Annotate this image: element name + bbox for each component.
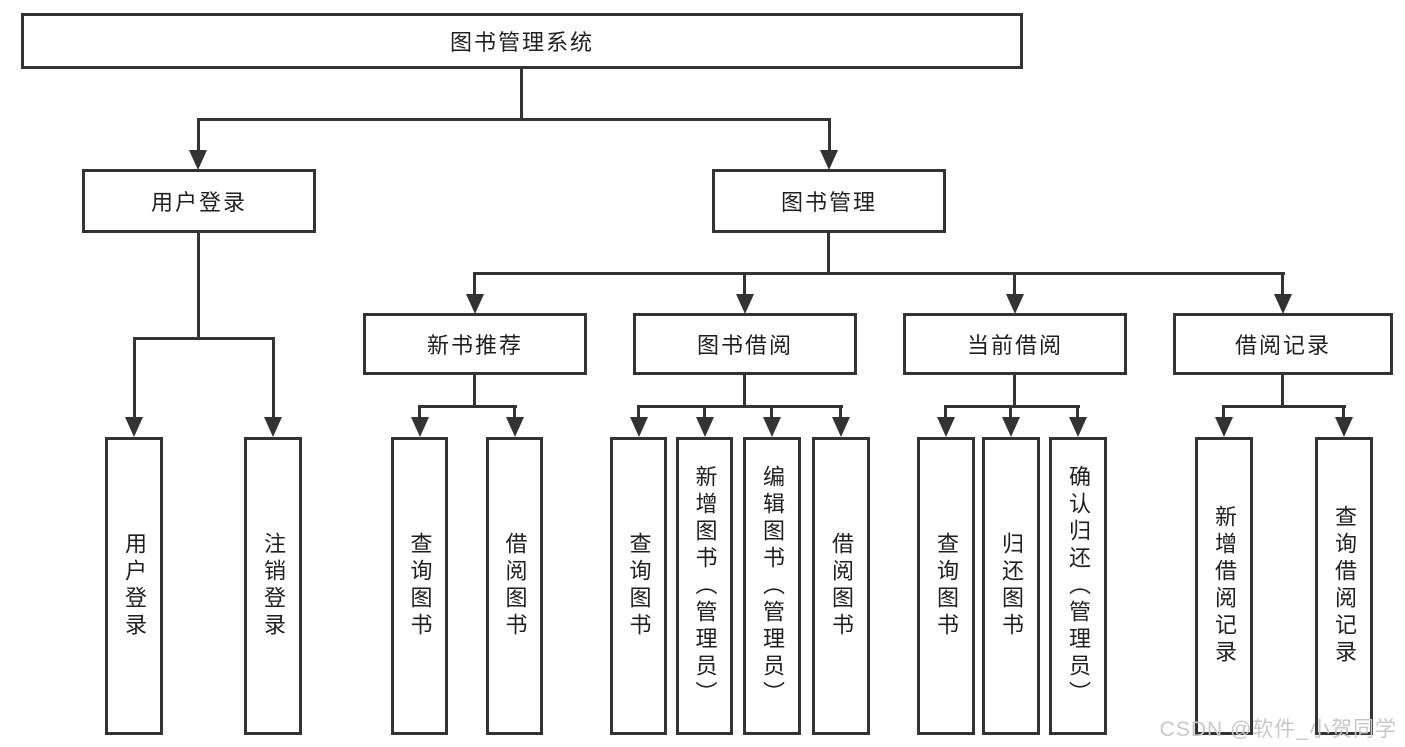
node-box-user-login-branch: 用户登录 — [82, 169, 316, 233]
leaf-label-query-books: 查询图书 — [626, 532, 652, 640]
node-label-user-login-branch: 用户登录 — [150, 190, 247, 215]
arrowhead-down-icon — [466, 294, 484, 314]
connector-stub-leaf — [1222, 408, 1225, 420]
connector-stub-leaf — [637, 408, 640, 420]
arrowhead-down-icon — [1069, 417, 1087, 437]
node-label-book-borrowing: 图书借阅 — [696, 333, 793, 358]
connector-stub-user-login — [197, 121, 200, 152]
connector-hline-user-login-children — [133, 337, 275, 340]
leaf-label-query-books: 查询图书 — [934, 532, 959, 640]
leaf-label-logout: 注销登录 — [261, 532, 286, 640]
leaf-label-confirm-return-admin: 确认归还（管理员） — [1066, 464, 1091, 708]
leaf-box-confirm-return-admin: 确认归还（管理员） — [1049, 437, 1107, 735]
connector-stub-leaf — [513, 408, 516, 420]
leaf-box-query-books-recommend: 查询图书 — [391, 437, 448, 735]
leaf-box-user-login: 用户登录 — [105, 437, 163, 735]
leaf-box-query-books-current: 查询图书 — [917, 437, 975, 735]
connector-stub-new-book — [473, 275, 476, 297]
leaf-box-borrow-books-borrowing: 借阅图书 — [812, 437, 870, 735]
connector-stub-leaf — [272, 340, 275, 419]
connector-hline-level2 — [197, 118, 831, 121]
arrowhead-down-icon — [1335, 417, 1353, 437]
connector-hline-new-book-children — [418, 405, 517, 408]
leaf-label-borrow-books: 借阅图书 — [829, 532, 854, 640]
node-label-current-borrowing: 当前借阅 — [966, 333, 1063, 358]
connector-stub-leaf — [1076, 408, 1079, 420]
connector-stub-borrow-records — [1281, 275, 1284, 297]
arrowhead-down-icon — [1274, 294, 1292, 314]
leaf-box-return-books: 归还图书 — [982, 437, 1040, 735]
arrowhead-down-icon — [696, 417, 714, 437]
connector-vline-root — [520, 69, 523, 119]
arrowhead-down-icon — [1006, 294, 1024, 314]
leaf-box-query-borrow-record: 查询借阅记录 — [1315, 437, 1373, 735]
node-label-book-management: 图书管理 — [780, 190, 877, 215]
connector-stub-book-borrow — [743, 275, 746, 297]
leaf-label-borrow-books: 借阅图书 — [502, 532, 528, 640]
leaf-label-add-borrow-record: 新增借阅记录 — [1212, 505, 1237, 667]
leaf-box-edit-books-admin: 编辑图书（管理员） — [743, 437, 801, 735]
connector-stub-leaf — [703, 408, 706, 420]
connector-vline-book-management — [827, 233, 830, 274]
node-label-system-root: 图书管理系统 — [449, 30, 594, 55]
arrowhead-down-icon — [1002, 417, 1020, 437]
leaf-label-query-books: 查询图书 — [407, 532, 433, 640]
arrowhead-down-icon — [506, 417, 524, 437]
connector-hline-borrow-records-children — [1222, 405, 1346, 408]
arrowhead-down-icon — [1215, 417, 1233, 437]
connector-stub-leaf — [1342, 408, 1345, 420]
connector-vline-book-borrow — [743, 375, 746, 407]
arrowhead-down-icon — [411, 417, 429, 437]
connector-stub-leaf — [839, 408, 842, 420]
connector-stub-leaf — [418, 408, 421, 420]
leaf-label-user-login: 用户登录 — [122, 532, 147, 640]
leaf-box-borrow-books-recommend: 借阅图书 — [486, 437, 543, 735]
arrowhead-down-icon — [189, 150, 207, 170]
connector-stub-leaf — [770, 408, 773, 420]
arrowhead-down-icon — [125, 417, 143, 437]
arrowhead-down-icon — [820, 150, 838, 170]
arrowhead-down-icon — [832, 417, 850, 437]
connector-vline-user-login — [197, 233, 200, 339]
connector-stub-leaf — [944, 408, 947, 420]
connector-hline-level3 — [473, 272, 1285, 275]
leaf-label-add-books-admin: 新增图书（管理员） — [692, 464, 718, 708]
connector-stub-book-management — [828, 121, 831, 152]
leaf-label-edit-books-admin: 编辑图书（管理员） — [760, 464, 785, 708]
node-label-new-book-recommend: 新书推荐 — [426, 333, 523, 358]
node-label-borrowing-records: 借阅记录 — [1234, 333, 1331, 358]
arrowhead-down-icon — [736, 294, 754, 314]
arrowhead-down-icon — [937, 417, 955, 437]
node-box-book-borrowing: 图书借阅 — [633, 313, 857, 375]
node-box-new-book-recommend: 新书推荐 — [363, 313, 587, 375]
connector-stub-leaf — [1009, 408, 1012, 420]
connector-vline-borrow-records — [1281, 375, 1284, 407]
leaf-box-query-books-borrowing: 查询图书 — [610, 437, 667, 735]
node-box-borrowing-records: 借阅记录 — [1173, 313, 1393, 375]
node-box-current-borrowing: 当前借阅 — [903, 313, 1127, 375]
arrowhead-down-icon — [630, 417, 648, 437]
connector-stub-leaf — [133, 340, 136, 419]
leaf-label-query-borrow-record: 查询借阅记录 — [1332, 505, 1357, 667]
leaf-box-add-borrow-record: 新增借阅记录 — [1195, 437, 1253, 735]
leaf-label-return-books: 归还图书 — [999, 532, 1024, 640]
leaf-box-add-books-admin: 新增图书（管理员） — [676, 437, 733, 735]
leaf-box-logout: 注销登录 — [244, 437, 302, 735]
arrowhead-down-icon — [763, 417, 781, 437]
arrowhead-down-icon — [264, 417, 282, 437]
connector-stub-current-borrow — [1013, 275, 1016, 297]
watermark-text: CSDN @软件_小贺同学 — [1159, 718, 1397, 741]
node-box-book-management: 图书管理 — [712, 169, 946, 233]
connector-hline-current-borrow-children — [944, 405, 1080, 408]
connector-hline-book-borrow-children — [637, 405, 843, 408]
connector-vline-current-borrow — [1013, 375, 1016, 407]
connector-vline-new-book — [473, 375, 476, 407]
node-box-system-root: 图书管理系统 — [21, 13, 1023, 69]
